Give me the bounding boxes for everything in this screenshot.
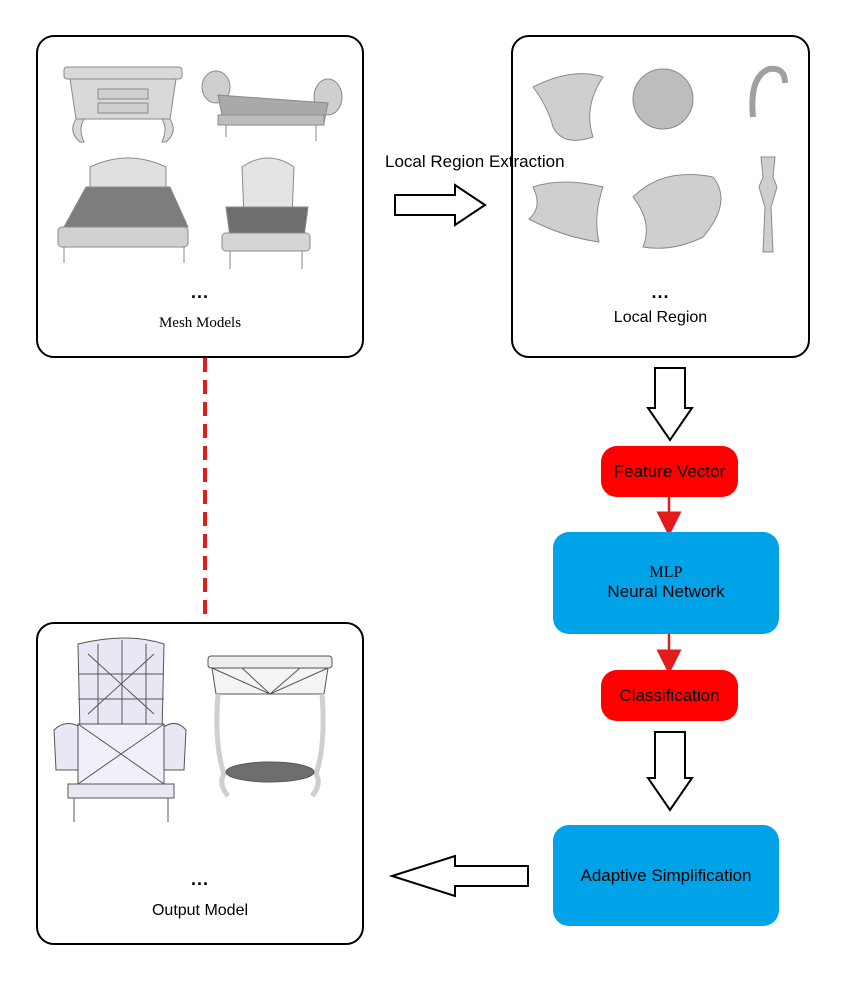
dresser-model: [63, 66, 183, 143]
output-arrow: [388, 854, 529, 898]
region-fragment-2: [528, 181, 604, 243]
output-model-caption: Output Model: [151, 902, 249, 919]
region-sphere: [632, 68, 694, 130]
wireframe-chair-model: [53, 637, 187, 822]
classification-label: Classification: [619, 685, 720, 705]
mesh-models-caption: Mesh Models: [158, 315, 242, 331]
wireframe-table-model: [207, 655, 333, 798]
region-column: [758, 156, 778, 253]
output-model-ellipsis: ...: [190, 869, 209, 889]
output-model-panel: ... Output Model: [36, 622, 364, 945]
adaptive-simplification-node: Adaptive Simplification: [553, 825, 779, 926]
armchair-model: [221, 157, 311, 269]
feature-vector-node: Feature Vector: [601, 446, 738, 497]
region-fragment-1: [532, 73, 604, 141]
extraction-label: Local Region Extraction: [385, 152, 565, 171]
local-region-caption: Local Region: [613, 309, 708, 326]
mesh-models-panel: ... Mesh Models: [36, 35, 364, 358]
down-arrow-to-feature: [646, 367, 694, 442]
feature-vector-label: Feature Vector: [613, 461, 726, 481]
classification-node: Classification: [601, 670, 738, 721]
region-fragment-3: [632, 174, 722, 249]
neural-network-label: Neural Network: [607, 582, 725, 601]
bed-model: [57, 157, 189, 263]
extraction-arrow: [394, 183, 487, 227]
local-region-illustrations: [528, 65, 788, 253]
local-region-ellipsis: ...: [651, 282, 670, 302]
region-hook: [749, 65, 788, 118]
bench-model: [201, 70, 343, 141]
mlp-label: MLP: [649, 564, 683, 581]
down-arrow-to-simplification: [646, 731, 694, 812]
local-region-panel: ... Local Region: [511, 35, 810, 358]
mlp-node: MLP Neural Network: [553, 532, 779, 634]
mesh-models-ellipsis: ...: [190, 282, 209, 302]
mesh-models-illustrations: [57, 66, 343, 269]
adaptive-simplification-label: Adaptive Simplification: [580, 865, 752, 885]
output-model-illustrations: [53, 637, 333, 822]
